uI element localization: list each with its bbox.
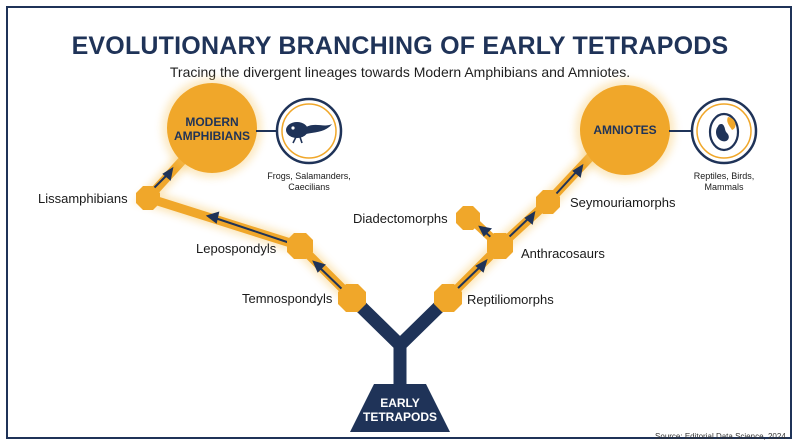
node-seymouriamorphs bbox=[536, 190, 560, 214]
amniotes-circle bbox=[580, 85, 670, 175]
trunk-path bbox=[347, 293, 453, 355]
node-diadectomorphs bbox=[456, 206, 480, 230]
nodes bbox=[136, 186, 560, 312]
modern-amphibians-circle bbox=[167, 83, 257, 173]
label-diadectomorphs: Diadectomorphs bbox=[353, 211, 448, 226]
modern-amphibians-line1: MODERN bbox=[185, 115, 239, 129]
amniotes-label: AMNIOTES bbox=[593, 123, 657, 137]
modern-amphibians-description: Frogs, Salamanders, Caecilians bbox=[259, 171, 359, 193]
source-note: Source: Editorial Data Science, 2024. bbox=[655, 432, 788, 441]
direction-arrows bbox=[151, 163, 584, 293]
node-lissamphibians bbox=[136, 186, 160, 210]
root-label: EARLY TETRAPODS bbox=[350, 396, 450, 424]
label-lissamphibians: Lissamphibians bbox=[38, 191, 128, 206]
label-lepospondyls: Lepospondyls bbox=[196, 241, 277, 256]
amniotic-egg-icon bbox=[708, 112, 740, 152]
root-line1: EARLY bbox=[380, 396, 420, 410]
label-temnospondyls: Temnospondyls bbox=[242, 291, 333, 306]
node-temnospondyls bbox=[338, 284, 366, 312]
modern-amphibians-desc2: Caecilians bbox=[288, 182, 330, 192]
node-lepospondyls bbox=[287, 233, 313, 259]
label-reptiliomorphs: Reptiliomorphs bbox=[467, 292, 554, 307]
label-anthracosaurs: Anthracosaurs bbox=[521, 246, 605, 261]
frame-border bbox=[6, 6, 792, 439]
root-line2: TETRAPODS bbox=[362, 410, 437, 424]
page-title: EVOLUTIONARY BRANCHING OF EARLY TETRAPOD… bbox=[71, 32, 729, 60]
modern-amphibians-line2: AMPHIBIANS bbox=[173, 129, 250, 143]
node-reptiliomorphs bbox=[434, 284, 462, 312]
label-seymouriamorphs: Seymouriamorphs bbox=[570, 195, 676, 210]
page-subtitle: Tracing the divergent lineages towards M… bbox=[169, 64, 631, 80]
modern-amphibians-desc1: Frogs, Salamanders, bbox=[267, 171, 351, 181]
amniotes-desc2: Mammals bbox=[704, 182, 744, 192]
amniotes-description: Reptiles, Birds, Mammals bbox=[674, 171, 774, 193]
root-base bbox=[350, 384, 450, 432]
modern-amphibians-label: MODERN AMPHIBIANS bbox=[167, 115, 257, 143]
amniotes-desc1: Reptiles, Birds, bbox=[693, 171, 755, 181]
tadpole-icon bbox=[286, 122, 332, 144]
node-anthracosaurs bbox=[487, 233, 513, 259]
